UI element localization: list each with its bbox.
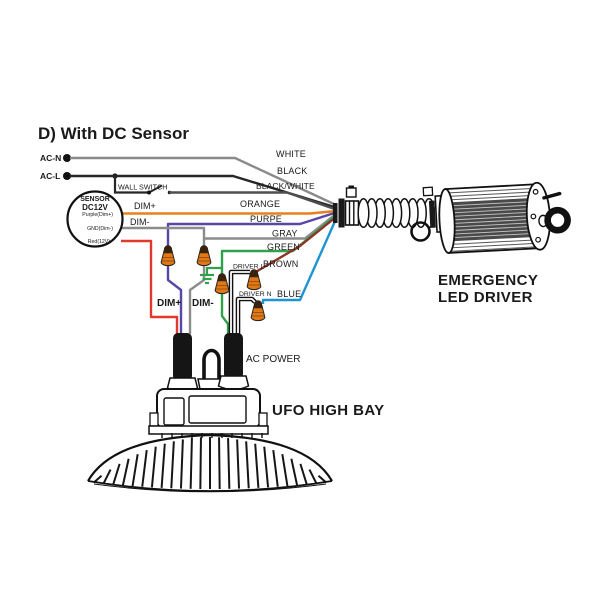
- sensor-body: [66, 190, 124, 248]
- fixture-driver-l-wire-core: [230, 271, 250, 334]
- clamp-screw-cap: [348, 185, 354, 189]
- wire-purple: [166, 211, 337, 250]
- label-fixture-dim-plus: DIM+: [157, 298, 181, 309]
- dome-rim: [87, 480, 333, 492]
- ac-line-label: AC-L: [40, 171, 60, 181]
- sensor-pin-dim-plus: Purple(Dim+): [82, 212, 113, 218]
- fixture-name: UFO HIGH BAY: [272, 402, 385, 419]
- ac-line-terminal: [63, 172, 71, 180]
- label-fixture-dim-minus: DIM-: [192, 298, 214, 309]
- label-blue: BLUE: [277, 289, 301, 299]
- driver-box-side-panel: [163, 397, 185, 426]
- ac-neutral-label: AC-N: [40, 153, 61, 163]
- eyelet-ring: [544, 206, 571, 234]
- sensor-name-1: SENSOR: [80, 196, 110, 203]
- label-driver-n: DRIVER N: [239, 291, 272, 298]
- mounting-ring: [410, 221, 431, 242]
- dc-sensor: SENSOR DC12V Purple(Dim+) GND(Dim-) Red(…: [66, 190, 124, 248]
- fitting-flange: [338, 198, 345, 228]
- ac-neutral-terminal: [63, 154, 71, 162]
- emergency-driver-name-1: EMERGENCY: [438, 272, 538, 289]
- driver-assembly: [422, 181, 571, 254]
- wire-red-12v: [121, 239, 179, 334]
- label-sensor-dim-minus: DIM-: [130, 217, 150, 227]
- driver-fin-lines: [447, 201, 534, 239]
- clamp-screw: [345, 187, 357, 198]
- flex-conduit: [357, 197, 436, 229]
- emergency-led-driver: EMERGENCY LED DRIVER: [333, 181, 571, 306]
- sensor-pin-gnd: GND(Dim-): [87, 226, 113, 232]
- label-ac-power: AC POWER: [246, 354, 300, 365]
- label-orange: ORANGE: [240, 199, 280, 209]
- driver-box-panel: [188, 395, 247, 424]
- emergency-driver-lead-wires: [70, 156, 338, 304]
- driver-left-end: [438, 188, 456, 254]
- fixture-wires: [121, 239, 257, 334]
- fitting-body: [344, 200, 360, 226]
- fitting-locknut: [333, 203, 338, 223]
- driver-shell-lines: [446, 188, 536, 252]
- wire-black-white: [169, 191, 337, 211]
- sensor-pin-12v: Red(12V): [88, 239, 110, 245]
- sensor-name-2: DC12V: [82, 203, 108, 212]
- label-green: GREEN: [267, 242, 300, 252]
- cap-screw: [532, 188, 539, 195]
- wire-white: [70, 156, 337, 207]
- label-white: WHITE: [276, 149, 306, 159]
- ac-power-cable: [224, 333, 243, 379]
- label-gray: GRAY: [272, 229, 298, 239]
- dome-outline: [87, 433, 333, 482]
- test-pin: [542, 191, 562, 200]
- wire-blue: [261, 218, 338, 304]
- cap-screw: [535, 236, 542, 243]
- box-ear-right: [258, 412, 268, 427]
- label-purple: PURPE: [250, 214, 282, 224]
- fixture-ground-wire: [220, 294, 230, 334]
- wire-labels: WHITE BLACK BLACK/WHITE ORANGE PURPE GRA…: [130, 149, 315, 365]
- wire-sensor-gnd: [122, 226, 206, 250]
- cable-gland-right: [217, 375, 250, 391]
- wire-orange: [121, 209, 337, 215]
- ground-symbol: [200, 266, 222, 285]
- switch-pivot-dot: [147, 190, 151, 195]
- fixture-dim-plus-wire: [166, 266, 183, 334]
- wire-gray: [204, 213, 337, 240]
- cap-screw: [530, 213, 537, 220]
- fixture-dim-minus-wire: [188, 266, 206, 334]
- driver-fitting-locknut: [428, 200, 436, 228]
- mount-plate: [148, 425, 269, 435]
- label-driver-l: DRIVER L: [233, 264, 265, 271]
- dim-cable: [173, 333, 192, 381]
- label-sensor-dim-plus: DIM+: [134, 201, 156, 211]
- dome-rim-inner: [93, 483, 327, 493]
- switch-blade: [148, 184, 163, 194]
- wall-switch-label: WALL SWITCH: [118, 183, 167, 192]
- label-brown: BROWN: [263, 259, 299, 269]
- fixture-driver-n-wire-core: [237, 298, 256, 334]
- label-black-white: BLACK/WHITE: [256, 181, 315, 191]
- hanging-hook: [202, 348, 221, 382]
- box-ear-left: [149, 412, 159, 427]
- wire-brown: [253, 216, 337, 275]
- diagram-title: D) With DC Sensor: [38, 124, 189, 143]
- ufo-high-bay-fixture: UFO HIGH BAY: [87, 333, 385, 493]
- label-black: BLACK: [277, 166, 308, 176]
- driver-clamp: [422, 186, 434, 197]
- emergency-driver-name-2: LED DRIVER: [438, 289, 533, 306]
- switch-branch-wire: [113, 176, 149, 194]
- dome-fins: [93, 437, 327, 489]
